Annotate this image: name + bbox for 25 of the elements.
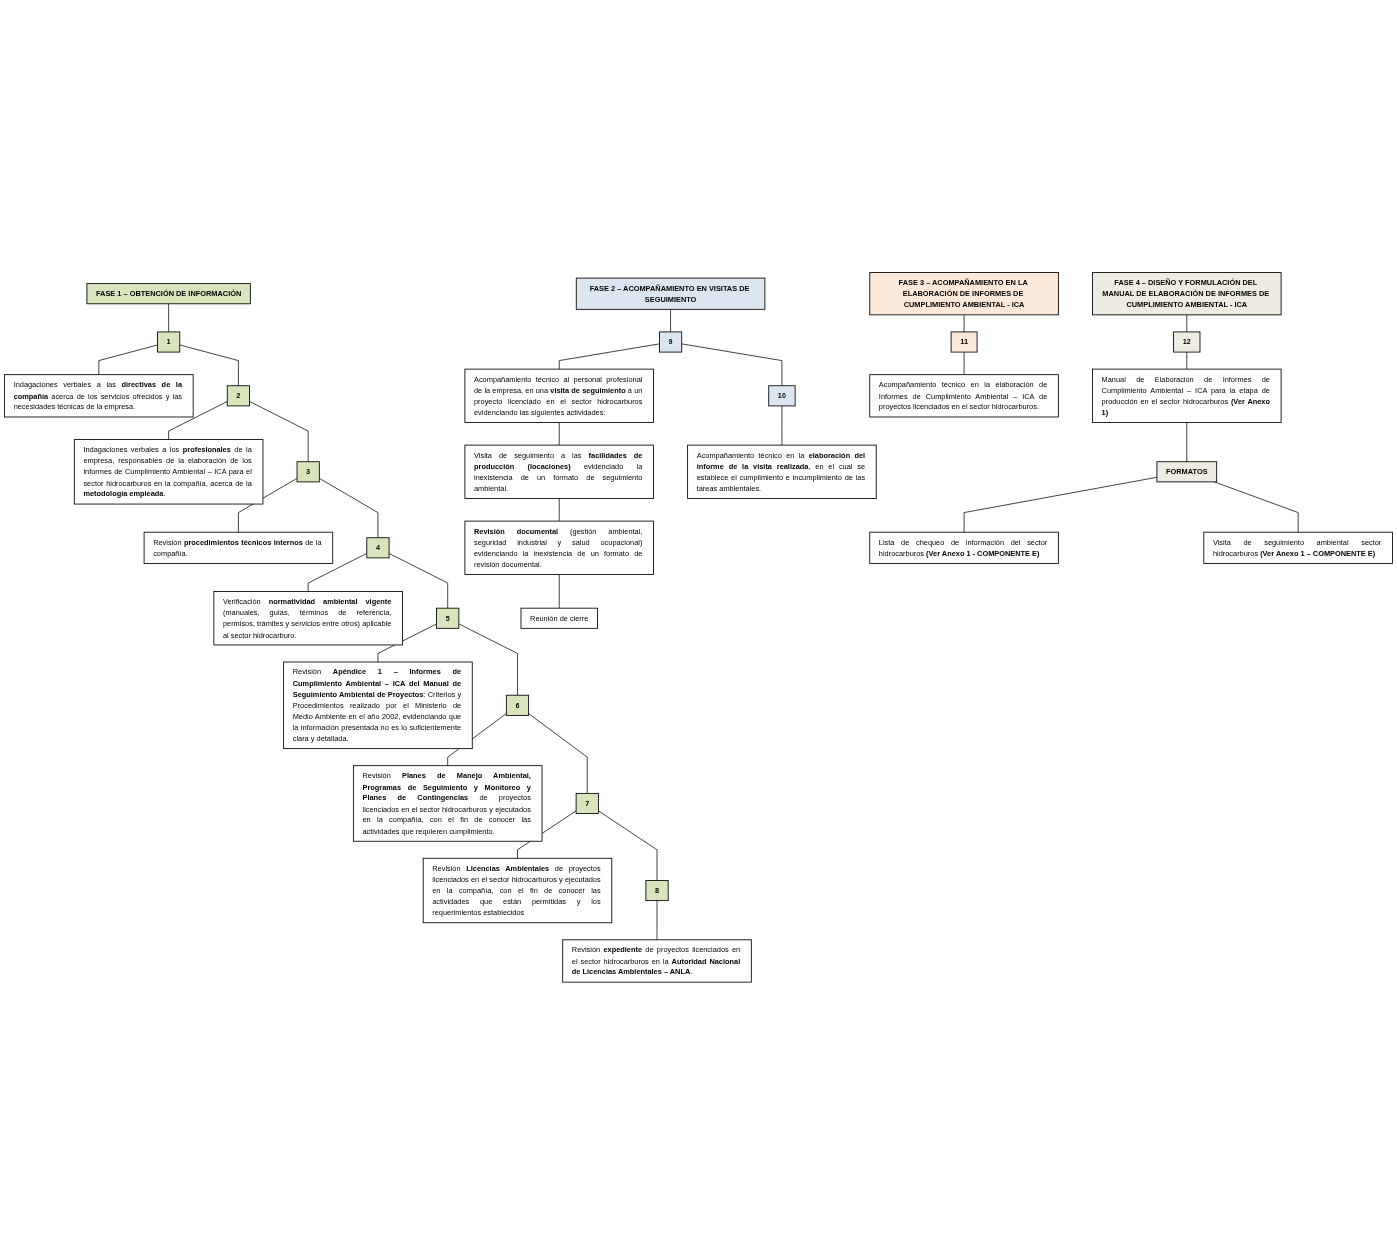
connector [168,303,169,332]
connector [656,899,658,940]
connector [558,343,660,370]
connector [388,552,449,609]
connector [168,400,228,440]
connector [963,476,1158,533]
connector [307,552,368,592]
connector [1186,421,1188,462]
connector [377,623,437,663]
connector [558,573,560,609]
connector [670,308,671,332]
connector [528,712,588,794]
connector [249,400,309,462]
connector [963,314,965,332]
connector [558,497,560,522]
connector [598,810,658,881]
connector [98,344,158,375]
connector [1186,351,1188,370]
connector [681,343,783,386]
connector [318,477,379,538]
connector [558,421,560,446]
connector [963,351,965,375]
connector [179,344,239,386]
connector [1186,314,1188,332]
connector [458,623,518,696]
